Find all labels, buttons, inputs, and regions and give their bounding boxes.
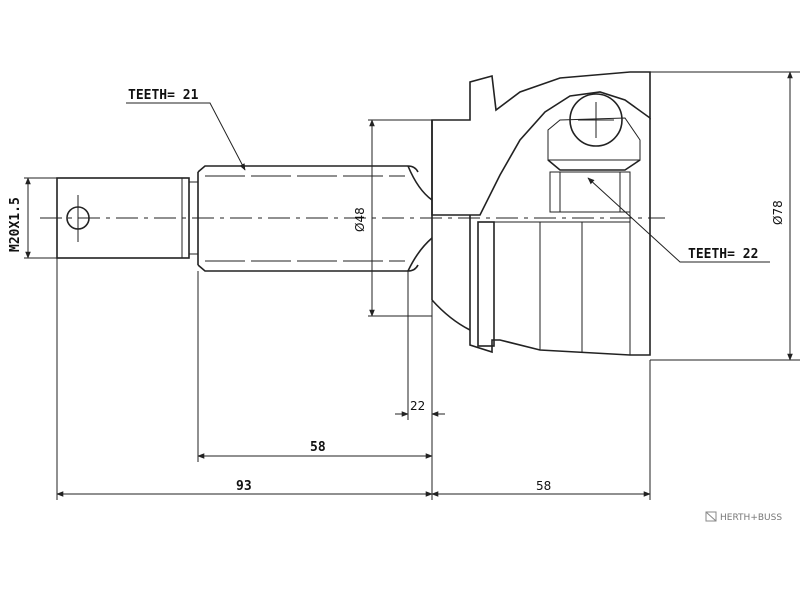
diameter-outer-label: Ø78 (771, 200, 785, 225)
dim-22-label: 22 (410, 399, 425, 413)
dim-58-body-label: 58 (536, 479, 551, 493)
brand-name: HERTH+BUSS (720, 513, 782, 523)
brand-logo: HERTH+BUSS (705, 511, 782, 523)
dimensions (24, 71, 800, 500)
dim-58-shaft-label: 58 (310, 440, 326, 455)
bell-housing (431, 71, 651, 356)
thread-label: M20X1.5 (8, 197, 23, 252)
diameter-shaft-label: Ø48 (353, 207, 367, 232)
teeth-shaft-label: TEETH= 21 (128, 88, 199, 103)
dim-93-label: 93 (236, 479, 252, 494)
teeth-inner-label: TEETH= 22 (688, 247, 758, 262)
